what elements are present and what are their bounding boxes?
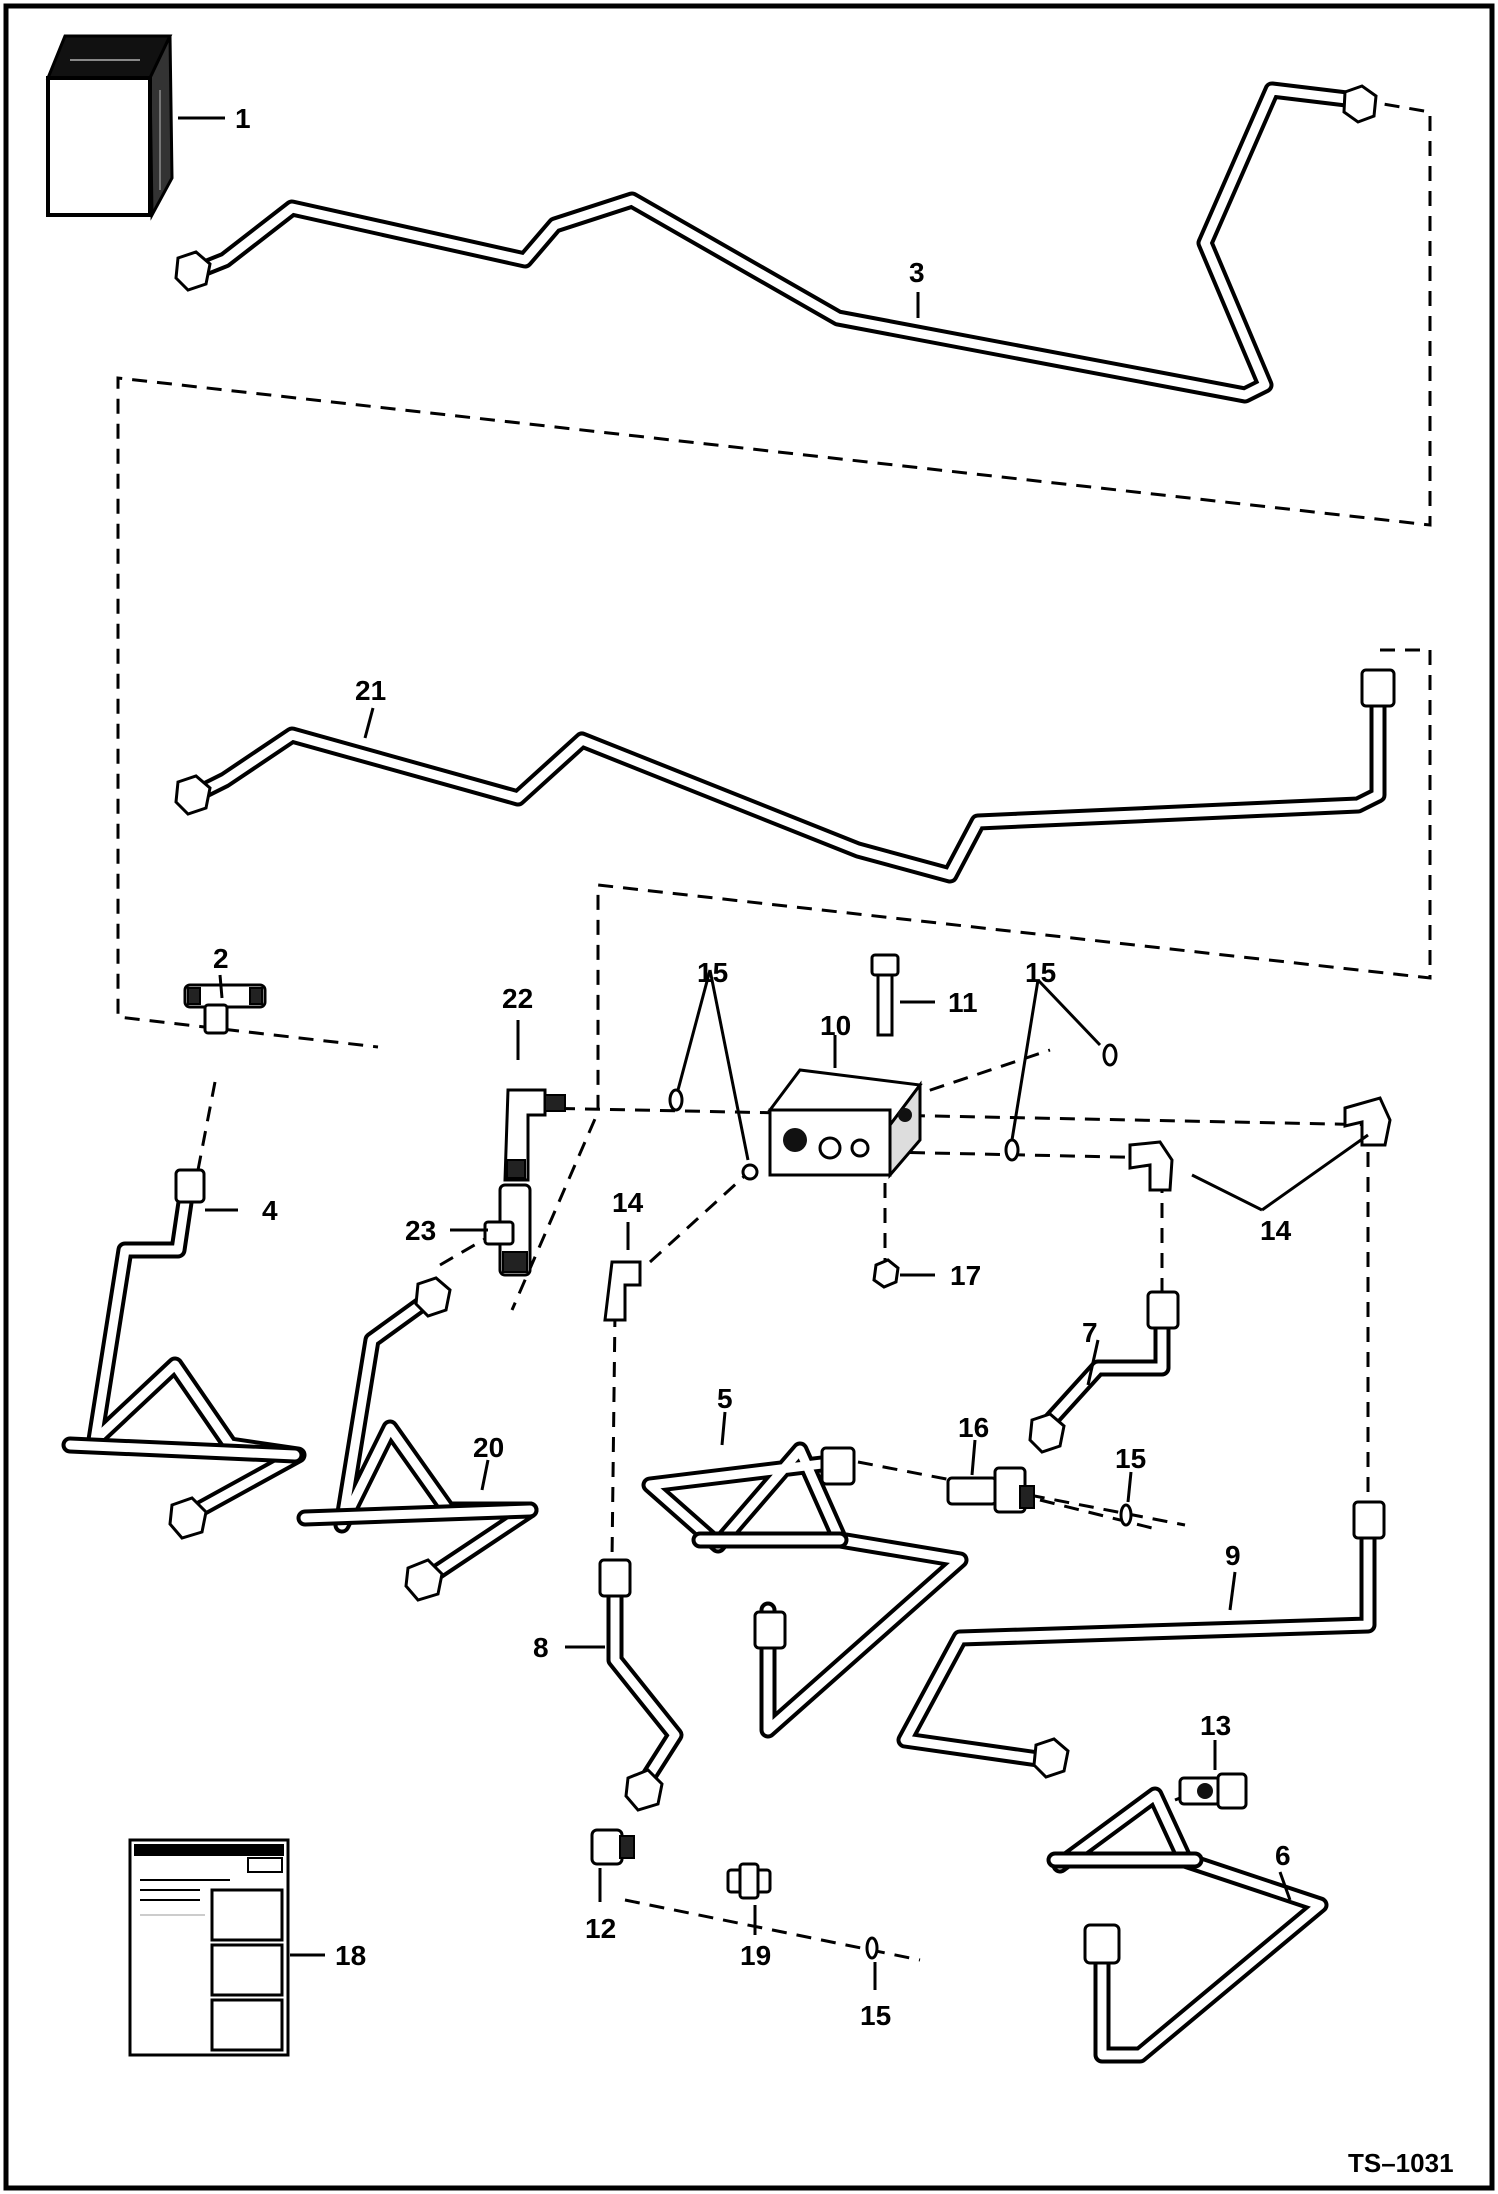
label-15-c: 15 — [1115, 1443, 1146, 1474]
label-17: 17 — [950, 1260, 981, 1291]
label-11: 11 — [948, 987, 978, 1018]
label-14-a: 14 — [1260, 1215, 1292, 1246]
part-23-tee — [483, 1183, 532, 1277]
diagram-border — [3, 3, 1495, 2191]
label-15-a: 15 — [697, 957, 728, 988]
label-22: 22 — [502, 983, 533, 1014]
part-16-fitting — [946, 1466, 1035, 1514]
part-22-elbow — [503, 1088, 566, 1182]
part-18-decal — [128, 1838, 290, 2057]
part-8-tube — [598, 1558, 684, 1812]
part-2-tee — [183, 983, 267, 1035]
part-9-tube — [896, 1500, 1386, 1779]
part-11-bolt — [870, 953, 900, 1037]
label-19: 19 — [740, 1940, 771, 1971]
label-14-b: 14 — [612, 1187, 644, 1218]
part-5-tube — [641, 1441, 969, 1739]
part-19-fitting — [726, 1862, 772, 1900]
part-13-fitting — [1178, 1772, 1248, 1810]
part-15-orings — [668, 1043, 1133, 1960]
part-4-tube — [61, 1168, 307, 1540]
label-20: 20 — [473, 1432, 504, 1463]
label-2: 2 — [213, 943, 229, 974]
label-12: 12 — [585, 1913, 616, 1944]
label-9: 9 — [1225, 1540, 1241, 1571]
label-21: 21 — [355, 675, 386, 706]
label-13: 13 — [1200, 1710, 1231, 1741]
part-1-box — [45, 34, 174, 221]
label-15-d: 15 — [860, 2000, 891, 2031]
label-16: 16 — [958, 1412, 989, 1443]
label-3: 3 — [909, 257, 925, 288]
label-1: 1 — [235, 103, 251, 134]
part-3-tube — [174, 81, 1378, 404]
part-20-tube — [296, 1276, 539, 1602]
label-6: 6 — [1275, 1840, 1291, 1871]
figure-reference: TS–1031 — [1348, 2148, 1454, 2178]
label-10: 10 — [820, 1010, 851, 1041]
label-18: 18 — [335, 1940, 366, 1971]
label-4: 4 — [262, 1195, 278, 1226]
label-5: 5 — [717, 1383, 733, 1414]
label-7: 7 — [1082, 1317, 1098, 1348]
part-7-tube — [1028, 1290, 1180, 1454]
part-12-fitting — [590, 1828, 635, 1866]
callout-labels: 1 3 21 2 4 22 23 15 10 11 15 14 14 17 7 … — [213, 103, 1454, 2178]
part-14-elbows — [603, 1096, 1392, 1322]
part-17-nut — [872, 1258, 900, 1289]
part-21-tube — [174, 668, 1396, 884]
label-8: 8 — [533, 1632, 549, 1663]
part-6-tube — [1046, 1786, 1329, 2064]
leader-lines — [178, 116, 1369, 1990]
label-15-b: 15 — [1025, 957, 1056, 988]
part-10-block — [767, 1068, 923, 1180]
label-23: 23 — [405, 1215, 436, 1246]
